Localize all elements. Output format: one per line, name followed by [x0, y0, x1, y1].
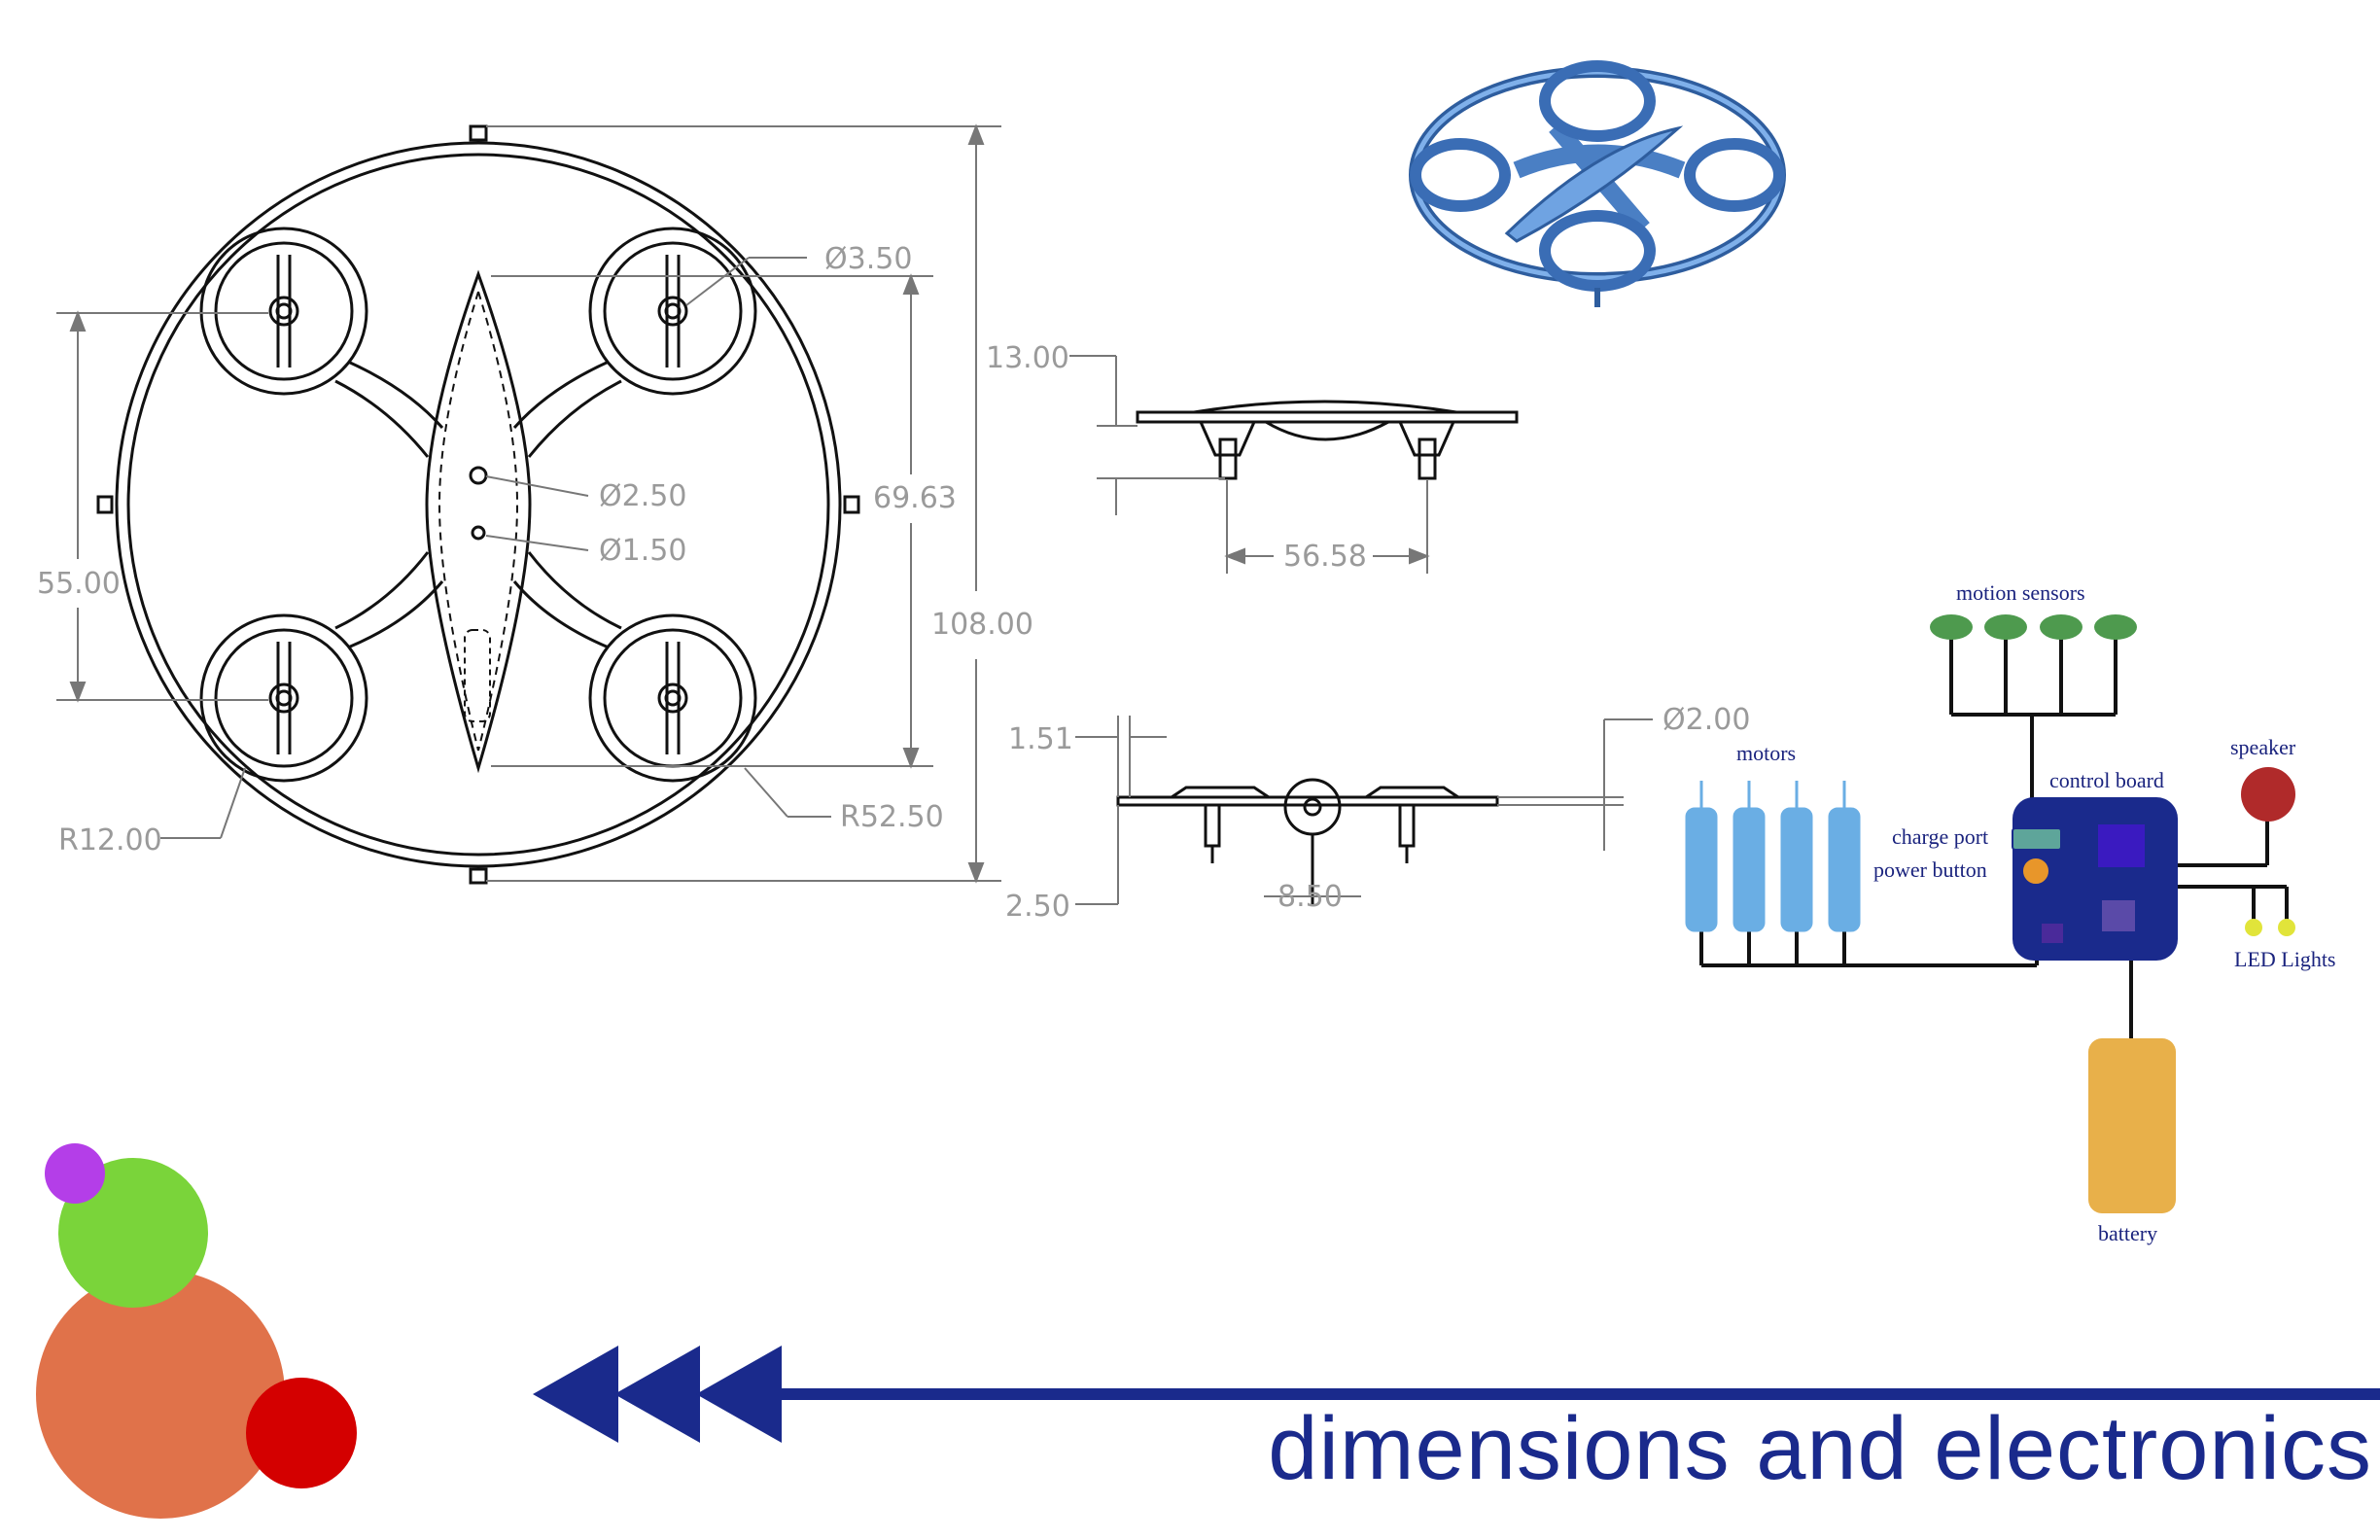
drone-3d-render [1409, 60, 1786, 307]
decor-circle-red [246, 1378, 357, 1488]
motor-4 [1828, 807, 1861, 932]
control-board-chip-1 [2098, 824, 2145, 867]
decor-circle-orange [36, 1270, 285, 1519]
led-light-2 [2278, 919, 2295, 936]
motor-2 [1732, 807, 1766, 932]
control-board-chip-3 [2042, 924, 2063, 943]
back-arrow-icon[interactable] [533, 1346, 2380, 1443]
dim-outer-radius: R52.50 [840, 800, 944, 834]
page-title: dimensions and electronics [1268, 1399, 2372, 1498]
power-button [2021, 857, 2050, 886]
motor-3 [1780, 807, 1813, 932]
charge-port [2012, 827, 2062, 851]
motors-group [1685, 781, 1861, 932]
dim-motor-hole: Ø3.50 [824, 242, 912, 276]
motor-pod-bottom-right [588, 613, 757, 783]
dim-motor-spacing-left: 55.00 [37, 567, 121, 601]
decor-circle-green [58, 1158, 208, 1308]
control-board-chip-2 [2102, 900, 2135, 931]
dim-leg-spacing: 56.58 [1283, 540, 1367, 574]
label-charge-port: charge port [1892, 824, 1988, 849]
led-light-1 [2245, 919, 2262, 936]
dim-center-hole-2: Ø1.50 [599, 534, 686, 568]
motion-sensor-2 [1984, 614, 2027, 640]
decor-circle-purple [45, 1143, 105, 1204]
dim-center-hole-1: Ø2.50 [599, 479, 686, 513]
front-view-dimension-lines [1075, 716, 1653, 905]
label-motion-sensors: motion sensors [1956, 580, 2085, 605]
top-view-dimension-lines [56, 123, 1001, 884]
side-view-dimension-lines [1069, 355, 1430, 574]
electronics-wiring [1699, 627, 2289, 1040]
label-speaker: speaker [2230, 735, 2296, 759]
side-view-drawing [1136, 400, 1519, 480]
motion-sensor-4 [2094, 614, 2137, 640]
speaker [2241, 767, 2295, 822]
label-power-button: power button [1873, 858, 1987, 882]
label-control-board: control board [2049, 768, 2164, 792]
motion-sensor-3 [2040, 614, 2082, 640]
dim-corner-radius: R12.00 [58, 823, 162, 858]
top-view-drawing [96, 124, 860, 885]
battery [2088, 1038, 2176, 1213]
dim-ring-height: 2.50 [1005, 890, 1070, 924]
motor-pod-top-right [588, 227, 757, 396]
label-led-lights: LED Lights [2234, 947, 2336, 971]
motor-pod-top-left [199, 227, 368, 396]
front-view-drawing [1116, 778, 1499, 904]
dim-small-hole: Ø2.00 [1662, 703, 1750, 737]
dim-hub-width: 8.50 [1278, 880, 1343, 914]
motor-1 [1685, 807, 1718, 932]
dim-overall-diameter: 108.00 [931, 608, 1033, 642]
dim-motor-spacing-right: 69.63 [873, 481, 957, 515]
label-battery: battery [2098, 1221, 2157, 1245]
motion-sensor-1 [1930, 614, 1973, 640]
dim-ring-thickness: 1.51 [1008, 722, 1073, 756]
label-motors: motors [1736, 741, 1796, 765]
dim-side-height: 13.00 [986, 341, 1069, 375]
motor-pod-bottom-left [199, 613, 368, 783]
